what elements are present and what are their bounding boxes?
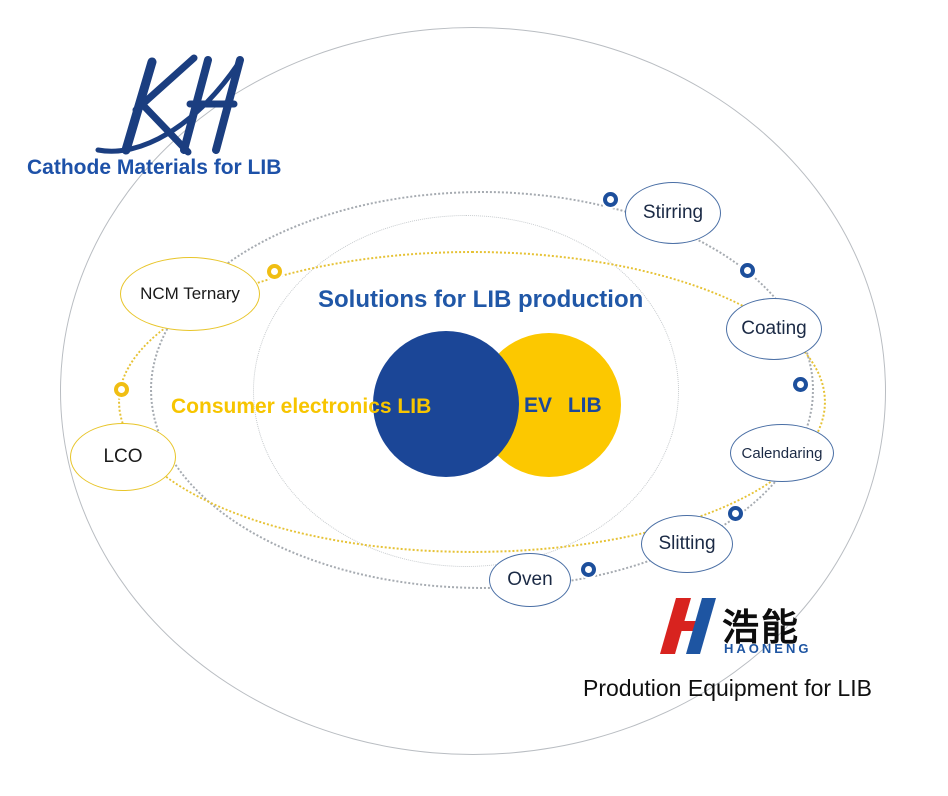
orbit-marker-stirring: [603, 192, 618, 207]
haoneng-chinese-label: 浩能: [722, 607, 800, 648]
haoneng-logo-icon: [660, 598, 716, 654]
venn-consumer-label: Consumer electronics LIB: [171, 395, 432, 418]
node-ncm-ternary-label: NCM Ternary: [140, 284, 240, 303]
orbit-marker-ncm: [267, 264, 282, 279]
orbit-marker-calendaring: [793, 377, 808, 392]
kh-logo-icon: [95, 54, 244, 156]
node-lco-label: LCO: [103, 446, 143, 467]
orbit-marker-slitting: [728, 506, 743, 521]
haoneng-english-label: HAONENG: [724, 641, 812, 656]
production-equipment-label: Prodution Equipment for LIB: [583, 675, 872, 701]
node-ncm-ternary: NCM Ternary: [120, 257, 260, 331]
venn-ev-label: EV LIB: [524, 394, 602, 417]
orbit-marker-oven: [581, 562, 596, 577]
node-calendaring-label: Calendaring: [741, 444, 823, 462]
node-coating: Coating: [726, 298, 822, 360]
node-slitting: Slitting: [641, 515, 733, 573]
node-oven: Oven: [489, 553, 571, 607]
node-lco: LCO: [70, 423, 176, 491]
diagram-title: Solutions for LIB production: [318, 286, 644, 313]
cathode-materials-label: Cathode Materials for LIB: [27, 156, 282, 179]
outer-boundary-ellipse: [60, 27, 886, 755]
orbit-marker-coating: [740, 263, 755, 278]
node-calendaring: Calendaring: [730, 424, 834, 482]
node-stirring-label: Stirring: [642, 202, 704, 223]
node-oven-label: Oven: [507, 569, 553, 590]
venn-consumer-circle: [373, 331, 519, 477]
orbit-marker-lco: [114, 382, 129, 397]
materials-orbit-dotted: [118, 251, 826, 553]
node-coating-label: Coating: [741, 318, 807, 339]
node-slitting-label: Slitting: [658, 533, 716, 554]
node-stirring: Stirring: [625, 182, 721, 244]
